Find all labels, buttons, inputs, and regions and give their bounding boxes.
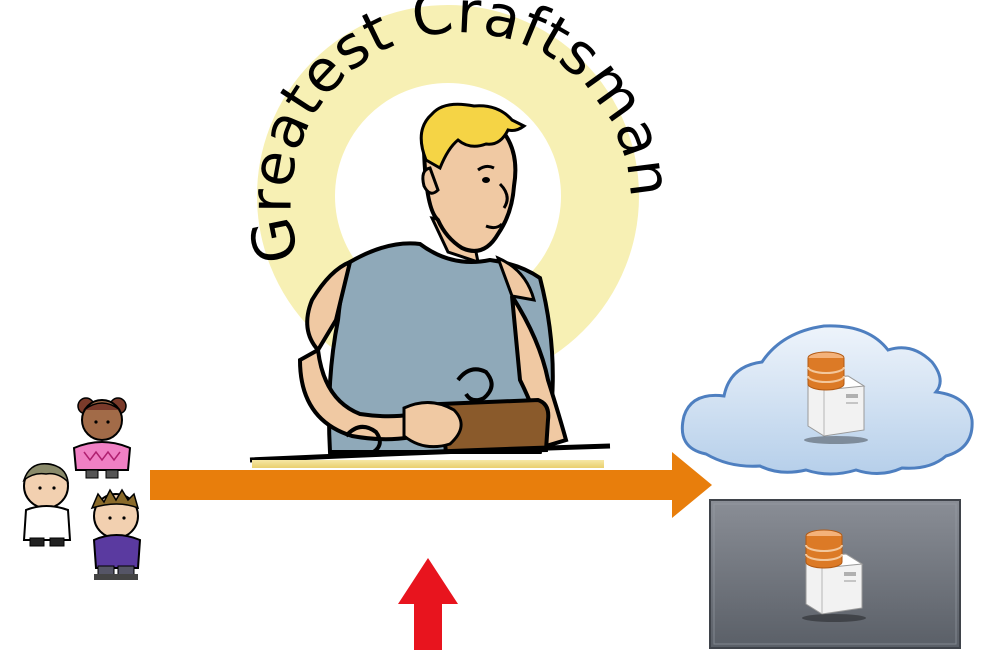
onprem-database-icon [806, 530, 842, 568]
work-bench-top [252, 460, 604, 468]
cloud-icon [682, 326, 972, 474]
user-boy-white-icon [24, 464, 70, 546]
cloud-database-icon [808, 352, 844, 390]
up-arrow [398, 558, 458, 650]
on-premise-server-icon [710, 500, 960, 648]
user-group-icon [24, 398, 140, 580]
user-girl-icon [74, 398, 130, 478]
user-boy-purple-icon [92, 490, 140, 580]
